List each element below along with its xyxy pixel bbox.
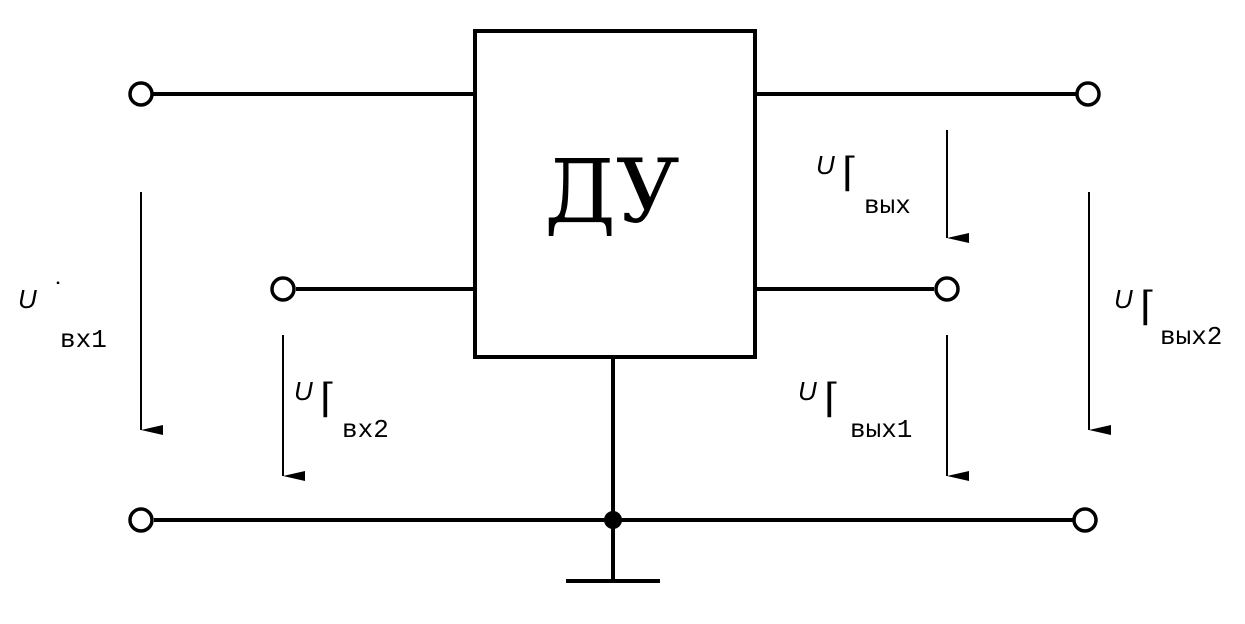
label-u-out-mark: ⌈ — [842, 150, 858, 196]
label-u-in2-mark: ⌈ — [320, 376, 336, 422]
label-u-in1: U ˙ вх1 — [18, 278, 107, 355]
label-u-out2: U ⌈ вых2 — [1114, 284, 1222, 352]
terminal-common-left — [128, 507, 154, 533]
label-u-out2-symbol: U — [1114, 284, 1133, 314]
label-u-out1-symbol: U — [798, 376, 817, 406]
amplifier-block-label: ДУ — [544, 140, 679, 243]
label-u-in1-mark: ˙ — [52, 278, 64, 306]
label-u-in2-symbol: U — [294, 376, 313, 406]
label-u-in1-symbol: U — [18, 284, 37, 314]
amplifier-block — [473, 29, 757, 359]
junction-node — [604, 511, 622, 529]
label-u-out1: U ⌈ вых1 — [798, 376, 912, 445]
label-u-out1-subscript: вых1 — [850, 415, 912, 445]
label-u-out2-subscript: вых2 — [1160, 322, 1222, 352]
terminal-common-right — [1072, 507, 1098, 533]
label-u-out2-mark: ⌈ — [1140, 284, 1156, 330]
terminal-input1 — [128, 81, 154, 107]
label-u-out: U ⌈ вых — [816, 150, 911, 221]
terminal-input2 — [270, 276, 296, 302]
terminal-output-top — [1075, 81, 1101, 107]
label-u-in1-subscript: вх1 — [60, 325, 107, 355]
label-u-out-symbol: U — [816, 150, 835, 180]
label-u-in2-subscript: вх2 — [342, 415, 389, 445]
terminal-output-mid — [934, 276, 960, 302]
label-u-in2: U ⌈ вх2 — [294, 376, 389, 445]
label-u-out1-mark: ⌈ — [824, 376, 840, 422]
label-u-out-subscript: вых — [864, 191, 911, 221]
